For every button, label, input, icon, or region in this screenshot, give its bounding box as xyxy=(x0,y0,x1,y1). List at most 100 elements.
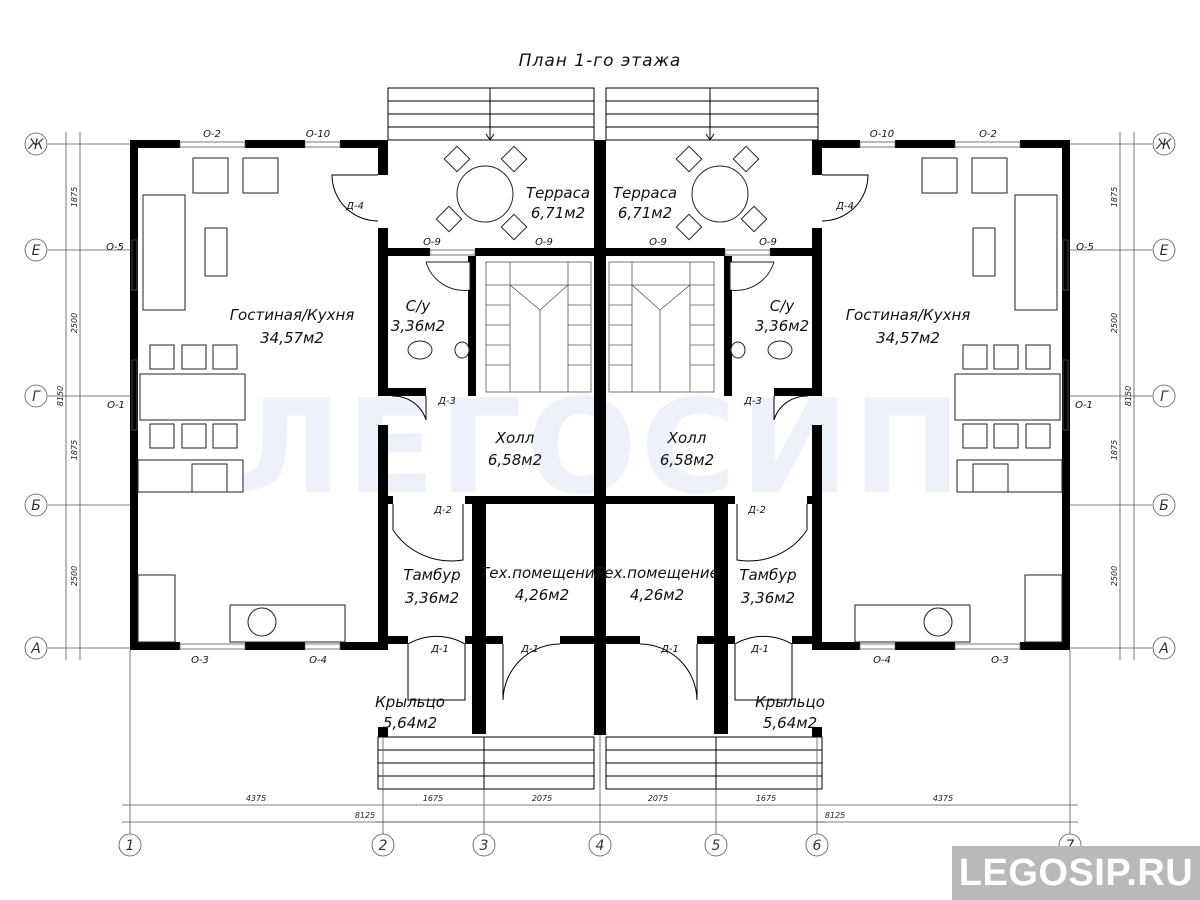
dim-right-0: 1875 xyxy=(1110,187,1119,207)
vestibule-left-name: Тамбур xyxy=(403,566,460,584)
dim-bottom-total-left: 8125 xyxy=(355,811,375,820)
tag-o9-b: О-9 xyxy=(535,237,553,248)
tag-o5-left: О-5 xyxy=(106,242,124,253)
tag-o2-left: О-2 xyxy=(203,129,221,140)
tag-d1-a: Д-1 xyxy=(430,644,449,655)
terrace-right-name: Терраса xyxy=(613,184,677,202)
axis-row-b-left: Б xyxy=(31,498,41,514)
dim-left-3: 2500 xyxy=(70,566,79,586)
tech-left-area: 4,26м2 xyxy=(515,586,569,604)
wc-right-area: 3,36м2 xyxy=(755,317,809,335)
dim-left-0: 1875 xyxy=(70,187,79,207)
vestibule-right-name: Тамбур xyxy=(739,566,796,584)
living-left-name: Гостиная/Кухня xyxy=(230,306,355,324)
terrace-steps-right xyxy=(605,87,819,141)
tag-o4-left: О-4 xyxy=(309,655,327,666)
tag-d2-left: Д-2 xyxy=(433,505,452,516)
terrace-steps-left xyxy=(387,87,595,141)
tag-d3-right: Д-3 xyxy=(743,396,762,407)
living-left-area: 34,57м2 xyxy=(260,329,324,347)
tech-right-area: 4,26м2 xyxy=(630,586,684,604)
axis-row-e-right: Е xyxy=(1160,243,1169,259)
windows xyxy=(131,141,1069,650)
axis-col-6: 6 xyxy=(813,838,822,854)
tag-o9-d: О-9 xyxy=(759,237,777,248)
axis-col-1: 1 xyxy=(126,838,135,854)
tech-right-name: Тех.помещение xyxy=(595,564,719,582)
axis-col-5: 5 xyxy=(712,838,721,854)
wc-left-area: 3,36м2 xyxy=(391,317,445,335)
tag-d2-right: Д-2 xyxy=(747,505,766,516)
porch-right-area: 5,64м2 xyxy=(763,714,817,732)
dim-left-2: 1875 xyxy=(70,440,79,460)
dim-left-1: 2500 xyxy=(70,313,79,333)
hall-right-area: 6,58м2 xyxy=(660,451,714,469)
axis-row-g-right: Г xyxy=(1160,389,1169,405)
tag-d3-left: Д-3 xyxy=(437,396,456,407)
staircase-left xyxy=(485,261,592,393)
axis-col-2: 2 xyxy=(379,838,388,854)
walls xyxy=(130,140,1070,737)
terrace-left-name: Терраса xyxy=(526,184,590,202)
hall-left-name: Холл xyxy=(495,429,535,447)
porch-right-name: Крыльцо xyxy=(755,693,825,711)
dim-bottom-4: 1675 xyxy=(756,794,776,803)
wc-fixtures xyxy=(407,261,793,360)
axis-row-a-right: А xyxy=(1158,641,1169,657)
dim-right-3: 2500 xyxy=(1110,566,1119,586)
tag-d1-c: Д-1 xyxy=(660,644,679,655)
hall-right-name: Холл xyxy=(667,429,707,447)
plan-title: План 1-го этажа xyxy=(519,51,682,71)
hall-left-area: 6,58м2 xyxy=(488,451,542,469)
terrace-table-left xyxy=(435,145,528,241)
terrace-table-right xyxy=(675,145,768,241)
tag-o9-c: О-9 xyxy=(649,237,667,248)
dim-bottom-0: 4375 xyxy=(246,794,266,803)
opening-tags: О-2 О-10 О-10 О-2 О-5 О-5 О-1 О-1 О-3 О-… xyxy=(106,129,1094,666)
dim-right-1: 2500 xyxy=(1110,313,1119,333)
living-right-name: Гостиная/Кухня xyxy=(846,306,971,324)
tag-d4-left: Д-4 xyxy=(345,201,364,212)
axis-row-g-left: Г xyxy=(32,389,41,405)
axis-row-b-right: Б xyxy=(1159,498,1169,514)
tag-o2-right: О-2 xyxy=(979,129,997,140)
vestibule-right-area: 3,36м2 xyxy=(741,589,795,607)
living-furniture-left xyxy=(137,157,346,643)
terrace-left-area: 6,71м2 xyxy=(531,204,585,222)
dim-left-total: 8150 xyxy=(56,386,65,406)
wc-left-name: С/у xyxy=(406,297,432,315)
dim-bottom-total-right: 8125 xyxy=(825,811,845,820)
dim-right-2: 1875 xyxy=(1110,440,1119,460)
tag-o9-a: О-9 xyxy=(423,237,441,248)
tag-d4-right: Д-4 xyxy=(835,201,854,212)
axis-row-zh-right: Ж xyxy=(1155,137,1172,153)
dim-right-total: 8150 xyxy=(1124,386,1133,406)
axis-row-zh-left: Ж xyxy=(27,137,44,153)
tag-o1-right: О-1 xyxy=(1075,400,1093,411)
tag-o10-right: О-10 xyxy=(870,129,894,140)
tag-o10-left: О-10 xyxy=(306,129,330,140)
axis-col-3: 3 xyxy=(480,838,489,854)
brand-label: LEGOSIP.RU xyxy=(952,846,1200,900)
tag-d1-b: Д-1 xyxy=(520,644,539,655)
dim-bottom-2: 2075 xyxy=(532,794,552,803)
room-labels: Терраса 6,71м2 Терраса 6,71м2 Гостиная/К… xyxy=(230,184,971,732)
porch-left-area: 5,64м2 xyxy=(383,714,437,732)
living-furniture-right xyxy=(854,157,1063,643)
tag-o3-left: О-3 xyxy=(191,655,209,666)
doors xyxy=(331,174,869,701)
dim-bottom-5: 4375 xyxy=(933,794,953,803)
porch-left-name: Крыльцо xyxy=(375,693,445,711)
dim-bottom-1: 1675 xyxy=(423,794,443,803)
axis-row-a-left: А xyxy=(30,641,41,657)
tag-d1-d: Д-1 xyxy=(750,644,769,655)
axis-col-4: 4 xyxy=(596,838,605,854)
wc-right-name: С/у xyxy=(770,297,796,315)
staircase-right xyxy=(608,261,715,393)
vestibule-left-area: 3,36м2 xyxy=(405,589,459,607)
tag-o1-left: О-1 xyxy=(107,400,125,411)
tech-left-name: Тех.помещение xyxy=(480,564,604,582)
tag-o3-right: О-3 xyxy=(991,655,1009,666)
tag-o5-right: О-5 xyxy=(1076,242,1094,253)
